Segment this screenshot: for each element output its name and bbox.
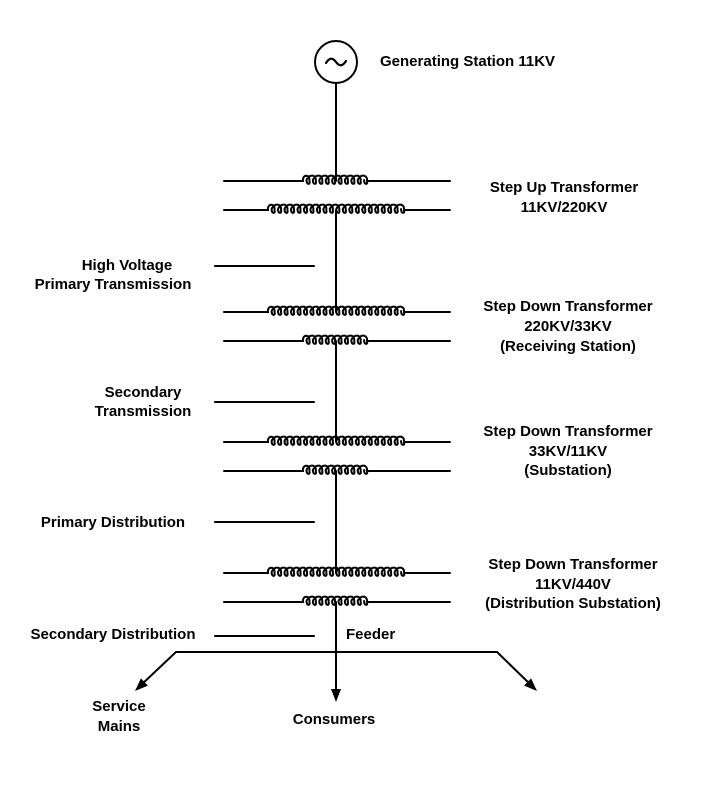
- transformer-winding: [223, 203, 451, 214]
- transformer-winding: [223, 305, 451, 316]
- service-mains-arrow-icon: [135, 678, 148, 691]
- transformer-1-title: Step Up Transformer: [490, 179, 639, 196]
- transformer-2-rating: 220KV/33KV: [524, 318, 612, 335]
- transformer-winding: [223, 566, 451, 577]
- transformer-winding: [223, 595, 451, 606]
- transformer-4-note: (Distribution Substation): [485, 595, 661, 612]
- transformer-3-note: (Substation): [524, 462, 612, 479]
- consumers-label: Consumers: [293, 711, 376, 728]
- transformer-winding: [223, 435, 451, 446]
- ac-source-icon: [324, 57, 348, 67]
- service-mains-line2: Mains: [98, 718, 141, 735]
- transformer-2-note: (Receiving Station): [500, 338, 636, 355]
- feeder-left-line: [139, 651, 177, 687]
- stage-3-label: Primary Distribution: [41, 514, 185, 531]
- service-mains-line1: Service: [92, 698, 145, 715]
- transformer-4-title: Step Down Transformer: [488, 556, 657, 573]
- right-branch-arrow-icon: [524, 678, 537, 691]
- transformer-4-rating: 11KV/440V: [535, 576, 611, 593]
- generator-label: Generating Station 11KV: [380, 53, 555, 70]
- transformer-winding: [223, 174, 451, 185]
- stage-2-line2: Transmission: [95, 403, 192, 420]
- feeder-right-line: [496, 651, 533, 687]
- transformer-3-rating: 33KV/11KV: [529, 443, 607, 460]
- stage-2-line1: Secondary: [105, 384, 182, 401]
- stage-1-line1: High Voltage: [82, 257, 173, 274]
- transformer-2-title: Step Down Transformer: [483, 298, 652, 315]
- transformer-winding: [223, 334, 451, 345]
- consumers-arrow-icon: [331, 689, 341, 702]
- transformer-winding: [223, 464, 451, 475]
- transformer-3-title: Step Down Transformer: [483, 423, 652, 440]
- stage-1-line2: Primary Transmission: [35, 276, 192, 293]
- transformers-layer: [223, 174, 451, 606]
- transformer-1-rating: 11KV/220KV: [521, 199, 608, 216]
- stage-4-label: Secondary Distribution: [30, 626, 195, 643]
- feeder-label: Feeder: [346, 626, 395, 643]
